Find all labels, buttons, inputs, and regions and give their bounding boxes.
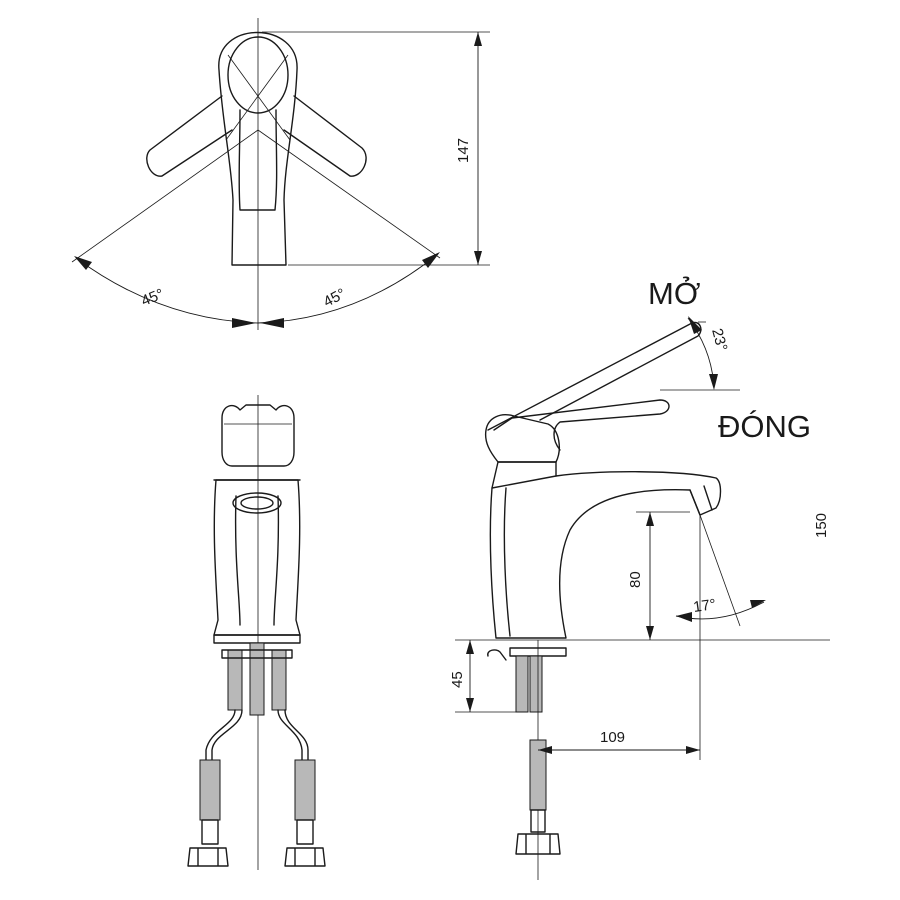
front-hose-neck-left (201, 819, 219, 845)
front-hose-left-b (211, 709, 243, 761)
side-handle-head (484, 414, 560, 463)
side-lever-closed (493, 399, 670, 451)
front-hose-fitting-left (187, 847, 229, 867)
side-spout-outlet (689, 485, 713, 516)
spout-angle-line (699, 514, 741, 627)
front-body-inner (234, 495, 280, 626)
arrow-17-right (750, 600, 766, 608)
top-right-lever (283, 95, 367, 177)
front-shank-center (249, 642, 265, 716)
front-handle-cap (221, 404, 295, 467)
front-shank-right (271, 649, 287, 711)
front-hose-sleeve-left (199, 759, 221, 821)
arrow-80-top (646, 512, 654, 526)
swing-arrow-right (422, 252, 440, 268)
top-handle-body (218, 31, 298, 266)
arrow-45-bottom (466, 698, 474, 712)
side-view: 23° MỞ ĐÓNG 150 80 17° 45 109 (449, 275, 830, 880)
front-view (187, 395, 326, 870)
front-body (213, 479, 301, 636)
dim-147: 147 (455, 138, 472, 163)
side-lever-open (487, 321, 702, 431)
side-hose-fitting (515, 833, 561, 855)
side-lift-rod (487, 649, 507, 661)
side-body-collar (491, 475, 557, 489)
front-hose-right-b (284, 709, 309, 761)
label-open: MỞ (648, 275, 700, 311)
dim-spout-height: 80 (627, 571, 644, 588)
top-view: 45° 45° 147 (71, 18, 490, 330)
side-body-shade (503, 487, 511, 637)
front-hose-neck-right (296, 819, 314, 845)
arrow-23-bottom (709, 374, 718, 390)
front-aerator-inner (240, 496, 274, 510)
dim-shank-length: 45 (449, 671, 466, 688)
side-hose-neck (530, 809, 546, 833)
side-body (489, 461, 722, 639)
top-handle-ring (227, 36, 289, 114)
arrow-17-left (676, 612, 692, 622)
dim-spout-reach: 109 (600, 729, 625, 746)
front-nut (221, 649, 293, 659)
arrow-109-right (686, 746, 700, 754)
side-shank-a (515, 655, 529, 713)
swing-arc (75, 253, 439, 324)
front-hose-sleeve-right (294, 759, 316, 821)
swing-arrow-center-l (232, 318, 256, 328)
front-base (213, 634, 301, 644)
front-hose-left-a (205, 709, 236, 761)
side-shank-b (529, 655, 543, 713)
label-close: ĐÓNG (718, 409, 811, 444)
arrow-23-top (688, 316, 702, 334)
dim-total-height: 150 (813, 513, 830, 538)
swing-line-left (71, 129, 259, 263)
top-handle-inner (238, 109, 278, 211)
arrow-80-bottom (646, 626, 654, 640)
swing-line-right (257, 129, 441, 259)
front-shank-left (227, 649, 243, 711)
front-hose-fitting-right (284, 847, 326, 867)
swing-arrow-center-r (260, 318, 284, 328)
top-cross-line-b (225, 54, 289, 141)
dim-lever-tilt: 23° (708, 327, 730, 353)
top-cross-line-a (227, 54, 291, 141)
arrow-147-bottom (474, 251, 482, 265)
top-left-lever (146, 95, 233, 177)
front-aerator-outer (232, 492, 282, 514)
front-hose-right-a (277, 709, 303, 761)
dim-swing-left: 45° (139, 286, 166, 310)
dim-spout-angle: 17° (692, 596, 717, 616)
swing-arrow-left (74, 256, 92, 270)
arrow-147-top (474, 32, 482, 46)
arrow-109-left (538, 746, 552, 754)
arrow-45-top (466, 640, 474, 654)
